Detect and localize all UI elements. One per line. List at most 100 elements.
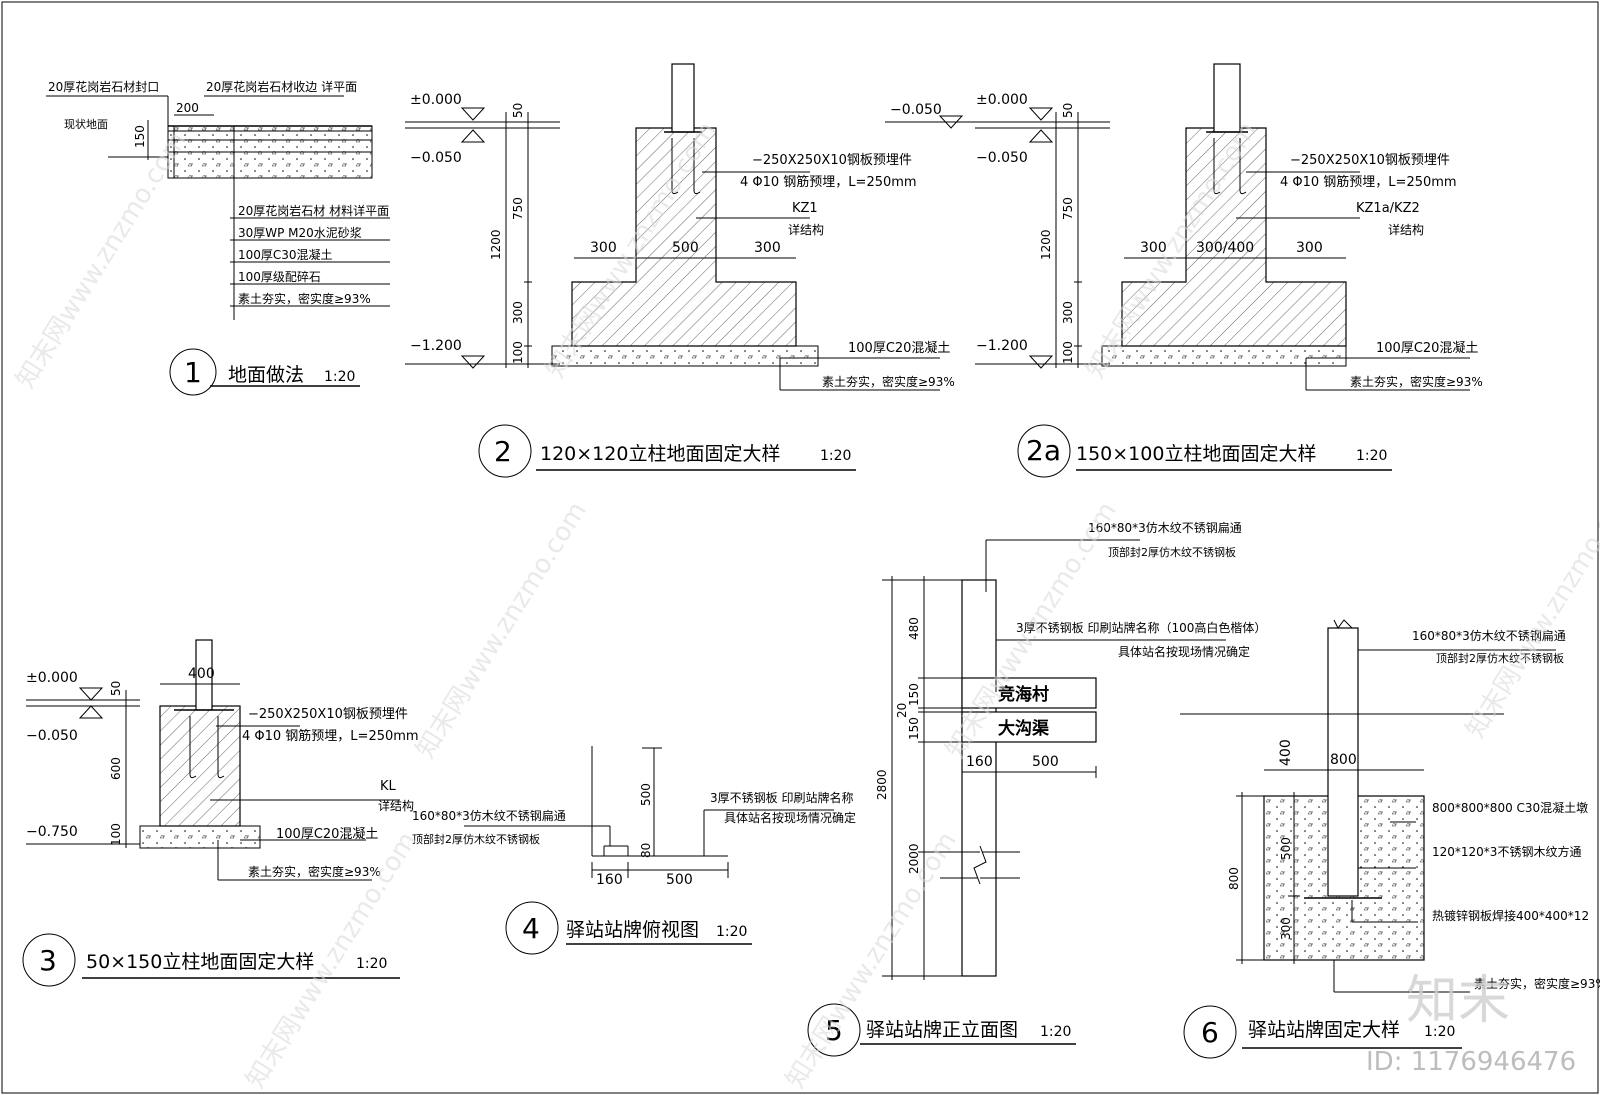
detail-5-title: 驿站站牌正立面图 — [866, 1019, 1018, 1041]
detail-2a-dim-300: 300 — [1061, 301, 1075, 324]
detail-5-post-note-2: 顶部封2厚仿木纹不锈钢板 — [1108, 545, 1236, 559]
detail-3-column-code: KL — [380, 779, 397, 794]
detail-3-dim-50: 50 — [109, 681, 123, 696]
detail-2-dim-1200: 1200 — [489, 229, 503, 260]
detail-1-layer-3: 100厚C30混凝土 — [238, 247, 333, 262]
watermark-id: ID: 1176946476 — [1366, 1047, 1576, 1077]
detail-4-dim-500: 500 — [666, 872, 693, 888]
detail-2-dim-750: 750 — [511, 197, 525, 220]
detail-2-column-footing: ±0.000 −0.050 −1.200 50 750 1200 300 100… — [405, 63, 955, 478]
detail-4-dim-80: 80 — [639, 843, 653, 858]
detail-5-station-name-2: 大沟渠 — [998, 718, 1050, 739]
detail-2a-title: 150×100立柱地面固定大样 — [1076, 443, 1316, 465]
detail-4-number: 4 — [522, 912, 540, 945]
detail-1-layer-4: 100厚级配碎石 — [238, 269, 321, 284]
detail-4-sign-note-1: 3厚不锈钢板 印刷站牌名称 — [710, 790, 853, 805]
detail-2-title: 120×120立柱地面固定大样 — [540, 443, 780, 465]
detail-2a-plate-note: −250X250X10钢板预埋件 — [1290, 153, 1450, 168]
detail-3-base-note: 100厚C20混凝土 — [276, 826, 378, 842]
detail-3-soil-note: 素土夯实，密实度≥93% — [248, 864, 381, 879]
detail-5-station-name-1: 竞海村 — [998, 684, 1049, 705]
detail-5-width-160: 160 — [966, 754, 993, 770]
detail-5-sign-elevation: 160*80*3仿木纹不锈钢扁通 顶部封2厚仿木纹不锈钢板 3厚不锈钢板 印刷站… — [807, 521, 1266, 1057]
detail-5-width-500: 500 — [1032, 754, 1059, 770]
detail-6-tube-note: 120*120*3不锈钢木纹方通 — [1432, 844, 1581, 859]
detail-2a-dim-1200: 1200 — [1039, 229, 1053, 260]
detail-6-sign-foundation: 160*80*3仿木纹不锈钢扁通 顶部封2厚仿木纹不锈钢板 400 800 50… — [1180, 619, 1600, 1059]
detail-5-dim-2000: 2000 — [907, 843, 921, 874]
detail-2-plate-note: −250X250X10钢板预埋件 — [752, 153, 912, 168]
detail-3-plate-note: −250X250X10钢板预埋件 — [248, 707, 408, 722]
detail-5-dim-150-a: 150 — [907, 683, 921, 706]
detail-4-sign-plan: 160*80*3仿木纹不锈钢扁通 顶部封2厚仿木纹不锈钢板 3厚不锈钢板 印刷站… — [412, 746, 856, 955]
detail-6-number: 6 — [1201, 1016, 1219, 1049]
detail-4-dim-160: 160 — [596, 872, 623, 888]
detail-2a-elev-1: −0.050 — [976, 150, 1028, 166]
detail-4-scale: 1:20 — [716, 924, 747, 940]
detail-1-layer-5: 素土夯实，密实度≥93% — [238, 291, 371, 306]
detail-2a-bar-note: 4 Φ10 钢筋预埋，L=250mm — [1280, 174, 1457, 190]
detail-4-post-note-1: 160*80*3仿木纹不锈钢扁通 — [412, 809, 566, 823]
watermark-text: 知末网www.znzmo.com — [780, 827, 962, 1094]
detail-3-title: 50×150立柱地面固定大样 — [86, 951, 314, 973]
detail-1-number: 1 — [184, 356, 202, 389]
detail-2-dim-100: 100 — [511, 341, 525, 364]
detail-6-title: 驿站站牌固定大样 — [1248, 1019, 1400, 1041]
detail-2-column-code: KZ1 — [792, 201, 818, 216]
detail-5-dim-20: 20 — [895, 703, 909, 718]
detail-3-number: 3 — [39, 944, 57, 977]
detail-5-number: 5 — [825, 1014, 843, 1047]
detail-1-scale: 1:20 — [324, 369, 355, 385]
watermark-text: 知末网www.znzmo.com — [410, 497, 592, 764]
detail-2-width-2: 500 — [672, 240, 699, 256]
detail-5-dim-150-b: 150 — [907, 717, 921, 740]
detail-2a-width-1: 300 — [1140, 240, 1167, 256]
detail-3-struct-note: 详结构 — [378, 798, 414, 813]
detail-3-elev-0: ±0.000 — [26, 670, 78, 686]
detail-6-dim-800-height: 800 — [1227, 867, 1241, 890]
detail-1-ground-label: 现状地面 — [64, 117, 108, 131]
detail-2a-dim-50: 50 — [1061, 103, 1075, 118]
detail-2-elev-0: ±0.000 — [410, 92, 462, 108]
detail-6-dim-800-width: 800 — [1330, 752, 1357, 768]
detail-3-dim-100: 100 — [109, 823, 123, 846]
detail-3-column-footing: ±0.000 −0.050 −0.750 50 600 100 400 −250… — [22, 639, 419, 987]
detail-2a-width-2: 300/400 — [1196, 240, 1254, 256]
detail-2a-width-3: 300 — [1296, 240, 1323, 256]
detail-2-struct-note: 详结构 — [788, 222, 824, 237]
detail-2a-scale: 1:20 — [1356, 448, 1387, 464]
detail-1-title: 地面做法 — [228, 364, 304, 386]
detail-2a-number: 2a — [1026, 434, 1061, 467]
detail-6-dim-500: 500 — [1279, 837, 1293, 860]
detail-4-dim-500-vertical: 500 — [639, 783, 653, 806]
detail-6-post-note-1: 160*80*3仿木纹不锈钢扁通 — [1412, 629, 1566, 643]
detail-2a-dim-750: 750 — [1061, 197, 1075, 220]
detail-3-width: 400 — [188, 666, 215, 682]
detail-3-elev-2: −0.750 — [26, 824, 78, 840]
detail-4-title: 驿站站牌俯视图 — [566, 919, 699, 941]
detail-2-number: 2 — [494, 435, 512, 468]
detail-3-scale: 1:20 — [356, 956, 387, 972]
detail-2-dim-300: 300 — [511, 301, 525, 324]
detail-2a-column-code: KZ1a/KZ2 — [1356, 201, 1420, 216]
detail-6-plate-note: 热镀锌钢板焊接400*400*12 — [1432, 908, 1589, 923]
detail-6-dim-400: 400 — [1278, 739, 1294, 766]
watermark-logo: 知末 — [1406, 971, 1510, 1031]
detail-1-layer-2: 30厚WP M20水泥砂浆 — [238, 225, 362, 240]
detail-2a-struct-note: 详结构 — [1388, 222, 1424, 237]
detail-2-scale: 1:20 — [820, 448, 851, 464]
detail-5-dim-480: 480 — [907, 617, 921, 640]
detail-5-sign-note-1: 3厚不锈钢板 印刷站牌名称（100高白色楷体） — [1016, 620, 1266, 635]
detail-1-ground-finish: 20厚花岗岩石材封口 20厚花岗岩石材收边 详平面 现状地面 200 150 2… — [46, 79, 390, 396]
watermark-text: 知末网www.znzmo.com — [10, 127, 192, 394]
detail-1-layer-1: 20厚花岗岩石材 材料详平面 — [238, 203, 389, 218]
detail-2a-column-footing: −0.050 ±0.000 −0.050 −1.200 50 750 1200 … — [885, 63, 1483, 478]
detail-2a-dim-100: 100 — [1061, 341, 1075, 364]
detail-1-top-label-1: 20厚花岗岩石材封口 — [48, 79, 159, 94]
detail-2-width-1: 300 — [590, 240, 617, 256]
detail-2a-base-note: 100厚C20混凝土 — [1376, 340, 1478, 356]
detail-6-soil-note: 素土夯实，密实度≥93% — [1474, 976, 1600, 991]
detail-3-elev-1: −0.050 — [26, 728, 78, 744]
